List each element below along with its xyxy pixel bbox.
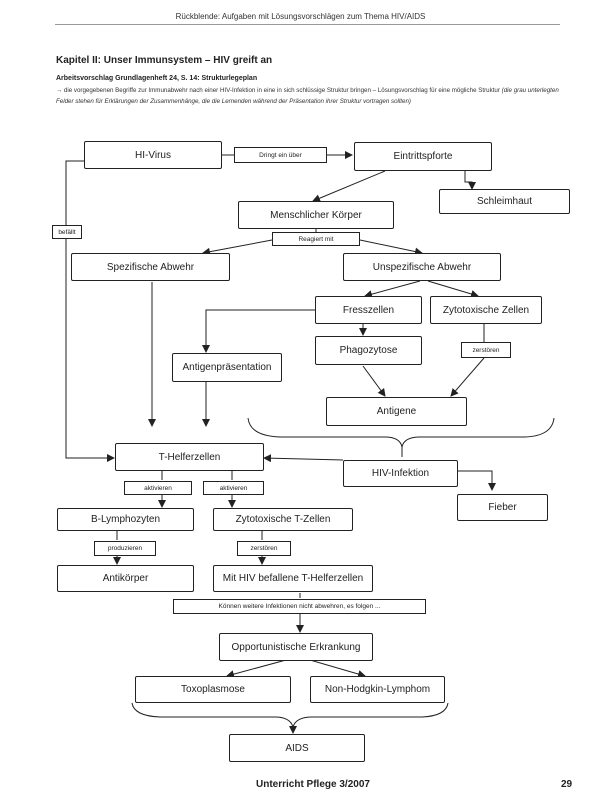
node-b-lymphozyten: B-Lymphozyten: [57, 508, 194, 531]
label-koennen: Können weitere Infektionen nicht abwehre…: [173, 599, 426, 614]
node-aids: AIDS: [229, 734, 365, 762]
node-fieber: Fieber: [457, 494, 548, 521]
label-zerstoeren-t: zerstören: [237, 541, 291, 556]
node-menschlicher-koerper: Menschlicher Körper: [238, 201, 394, 229]
node-zytotoxische-t-zellen: Zytotoxische T-Zellen: [213, 508, 353, 531]
node-unspezifische-abwehr: Unspezifische Abwehr: [343, 253, 501, 281]
label-reagiert-mit: Reagiert mit: [272, 232, 360, 246]
exercise-subtitle: Arbeitsvorschlag Grundlagenheft 24, S. 1…: [56, 75, 258, 82]
node-befallene-t-helferzellen: Mit HIV befallene T-Helferzellen: [213, 565, 373, 592]
node-antigenpraesentation: Antigenpräsentation: [172, 353, 282, 382]
label-aktivieren-right: aktivieren: [203, 481, 264, 495]
label-zerstoeren: zerstören: [461, 342, 511, 358]
label-aktivieren-left: aktivieren: [124, 481, 192, 495]
label-produzieren: produzieren: [94, 541, 156, 556]
node-phagozytose: Phagozytose: [315, 336, 422, 365]
instructions: → die vorgegebenen Begriffe zur Immunabw…: [56, 86, 561, 107]
node-antikoerper: Antikörper: [57, 565, 194, 592]
node-antigene: Antigene: [326, 397, 467, 426]
instructions-text: → die vorgegebenen Begriffe zur Immunabw…: [56, 87, 500, 94]
chapter-title: Kapitel II: Unser Immunsystem – HIV grei…: [56, 55, 273, 66]
node-toxoplasmose: Toxoplasmose: [135, 676, 291, 703]
page-number: 29: [561, 779, 573, 790]
node-eintrittspforte: Eintrittspforte: [354, 142, 492, 171]
node-zytotoxische-zellen: Zytotoxische Zellen: [430, 296, 542, 324]
node-t-helferzellen: T-Helferzellen: [115, 443, 264, 471]
node-fresszellen: Fresszellen: [315, 296, 422, 324]
node-non-hodgkin-lymphom: Non-Hodgkin-Lymphom: [310, 676, 445, 703]
page-header: Rückblende: Aufgaben mit Lösungsvorschlä…: [175, 12, 426, 21]
node-opportunistische-erkrankung: Opportunistische Erkrankung: [219, 633, 373, 661]
label-befaellt: befällt: [52, 225, 82, 239]
label-dringt-ein: Dringt ein über: [234, 147, 327, 163]
header-rule: [55, 24, 560, 25]
journal-footer: Unterricht Pflege 3/2007: [256, 779, 370, 790]
node-hi-virus: HI-Virus: [84, 141, 222, 169]
instructions-note: (die grau unterlegten Felder stehen für …: [56, 87, 559, 105]
node-schleimhaut: Schleimhaut: [439, 189, 570, 214]
node-spezifische-abwehr: Spezifische Abwehr: [71, 253, 230, 281]
node-hiv-infektion: HIV-Infektion: [343, 460, 458, 487]
